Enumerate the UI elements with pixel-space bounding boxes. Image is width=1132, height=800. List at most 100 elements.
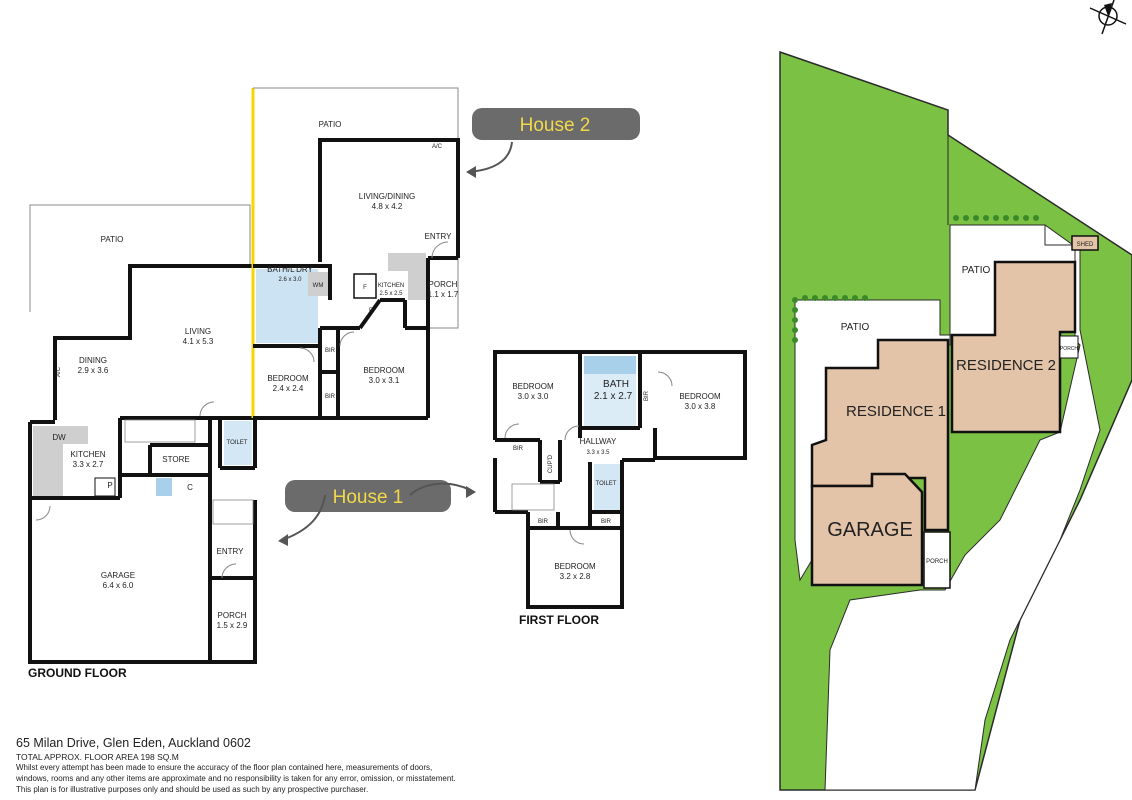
pantry [94,477,116,497]
bedroom2-label: BEDROOM [679,392,721,401]
bathtub [584,356,636,374]
kitchen-counter [63,426,88,444]
hedge [792,215,1039,343]
house1-callout: House 1 [278,480,476,546]
house1-pill [285,480,451,512]
door-swing [569,529,585,545]
bath-floor [584,374,636,426]
porch2-dim: 1.1 x 1.7 [428,290,459,299]
porch2-label: PORCH [429,280,458,289]
house1-arrow-head [278,534,288,546]
residence2-footprint [950,260,1077,434]
residence1-label: RESIDENCE 1 [846,403,946,420]
hallway-dim: 3.3 x 3.5 [586,450,610,456]
porch1-label: PORCH [926,559,948,565]
house2-callout: House 2 [466,108,640,178]
porch-dim: 1.5 x 2.9 [217,621,248,630]
bir-label: BIR [538,519,549,525]
wall [493,350,582,440]
bedroom-a-label: BEDROOM [267,374,309,383]
door-swing [339,331,355,347]
bedroom1-label: BEDROOM [512,382,554,391]
living-dim: 4.1 x 5.3 [183,337,214,346]
patio2-label: PATIO [962,265,991,276]
site-plan: SHED PORCH PATIO PATIO RESIDENCE 2 RESID… [779,50,1132,791]
shed-label: SHED [1077,242,1094,248]
living-dining-label: LIVING/DINING [359,192,415,201]
property-address: 65 Milan Drive, Glen Eden, Auckland 0602 [16,736,251,750]
bath-label: BATH [603,379,629,390]
door-swing [657,371,673,387]
porch2-label: PORCH [1060,346,1078,352]
disclaimer-line: windows, rooms and any other items are a… [16,774,456,783]
door-swing [221,563,237,579]
house2-pill-label: House 2 [520,115,591,136]
residence2-label: RESIDENCE 2 [956,357,1056,374]
patio-label: PATIO [101,235,124,244]
store-label: STORE [162,455,189,464]
kitchen-counter [33,426,63,496]
bedroom-b-dim: 3.0 x 3.1 [369,376,400,385]
garage-footprint [810,472,924,587]
kitchen2-dim: 2.5 x 2.5 [379,291,403,297]
wall [253,264,332,300]
dining-label: DINING [79,356,107,365]
hallway-label: HALLWAY [580,437,617,446]
bath-laundry-label: BATH/L'DRY [267,265,313,274]
living-dining-dim: 4.8 x 4.2 [372,202,403,211]
garage-dim: 6.4 x 6.0 [103,581,134,590]
kitchen-label: KITCHEN [70,450,105,459]
wm-label: WM [313,283,324,289]
house2-pill [472,108,640,140]
door-swing [199,401,215,417]
cupboard-label: CUP'D [548,454,554,473]
toilet-label: TOILET [227,440,248,446]
total-area: TOTAL APPROX. FLOOR AREA 198 SQ.M [16,752,179,762]
toilet-label: TOILET [596,481,617,487]
stairs [212,499,254,525]
ac2-label: A/C [432,144,443,150]
bedroom3-dim: 3.2 x 2.8 [560,572,591,581]
washing-machine [308,272,328,296]
porch2 [1059,335,1079,359]
house1-arrow [281,494,326,541]
house2-plan: PATIO LIVING/DINING 4.8 x 4.2 A/C ENTRY … [253,87,460,420]
bir-label: BIR [601,519,612,525]
ground-floor-title: GROUND FLOOR [28,666,127,680]
entry-label: ENTRY [217,547,245,556]
bathroom-floor [256,269,318,343]
wall [28,422,257,664]
first-floor-title: FIRST FLOOR [519,613,599,627]
house1-arrow [409,482,471,496]
first-floor-plan: BEDROOM 3.0 x 3.0 BATH 2.1 x 2.7 BEDROOM… [493,350,747,627]
disclaimer-line: Whilst every attempt has been made to en… [16,763,433,772]
patio2-label: PATIO [319,120,342,129]
entry2-label: ENTRY [425,232,453,241]
fridge [353,273,377,299]
wall [358,298,382,330]
kitchen-counter [388,253,426,271]
wall [318,138,460,262]
bath-dim: 2.1 x 2.7 [594,391,633,402]
porch1 [923,531,951,589]
door-swing [35,505,51,521]
garage-label: GARAGE [101,571,135,580]
wall [526,460,624,609]
patio1-label: PATIO [841,322,870,333]
dining-dim: 2.9 x 3.6 [78,366,109,375]
wall [53,264,252,420]
stairs [124,419,196,443]
toilet-floor [594,464,620,510]
patio-outline [29,204,251,312]
bedroom3-label: BEDROOM [554,562,596,571]
bedroom2-dim: 3.0 x 3.8 [685,402,716,411]
shed [1071,235,1099,251]
toilet-floor [224,421,252,465]
bir-label: BIR [513,446,524,452]
ac-label: A/C [56,366,62,377]
pantry-label: P [107,481,112,490]
bedroom-a-dim: 2.4 x 2.4 [273,384,304,393]
bir-label: BIR [325,394,336,400]
